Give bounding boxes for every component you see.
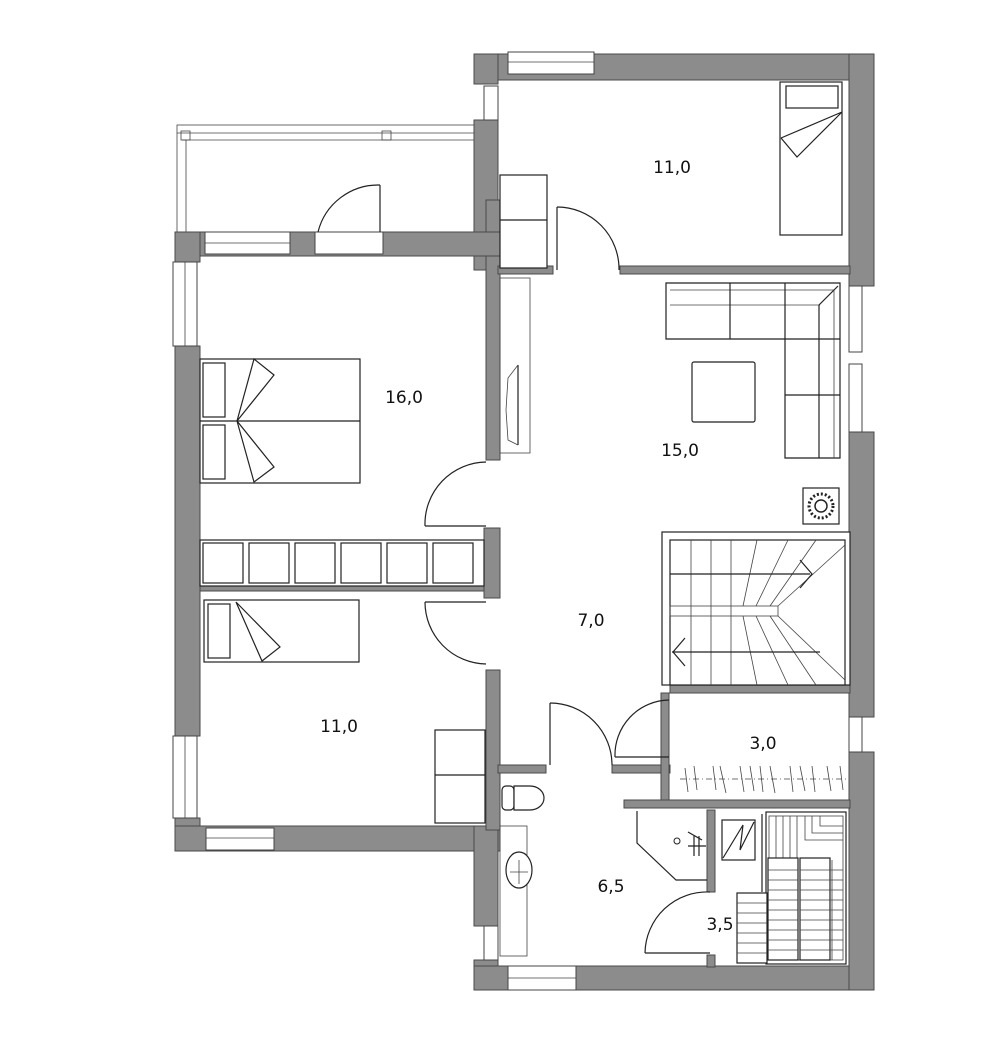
room-label-hallway: 7,0 [577,611,605,631]
windows [172,51,863,991]
staircase [661,531,851,686]
toilet [501,785,545,811]
single-bed-bottom [203,599,360,663]
double-bed [199,357,361,484]
wardrobe-rod [680,765,848,794]
shelf-unit [199,539,485,587]
tv-stand [499,277,531,454]
room-label-living-room: 15,0 [661,441,699,461]
room-label-sauna: 3,5 [706,915,734,935]
coffee-table [691,361,756,423]
room-label-bedroom-top-right: 11,0 [653,158,691,178]
room-label-bathroom: 6,5 [597,877,625,897]
shower [636,811,707,881]
corner-sofa [665,282,841,459]
stove [802,487,840,525]
single-bed-top [779,81,843,236]
doors [317,184,711,954]
cabinet-bottom-bedroom [434,729,486,824]
room-label-master-bedroom: 16,0 [385,388,423,408]
room-label-wardrobe: 3,0 [749,734,777,754]
balcony [176,124,478,233]
sauna-benches [736,811,847,965]
room-label-bedroom-bottom-left: 11,0 [320,717,358,737]
sauna-heater [721,819,756,861]
cabinet-top-bedroom [499,174,548,269]
washbasin [499,825,533,957]
